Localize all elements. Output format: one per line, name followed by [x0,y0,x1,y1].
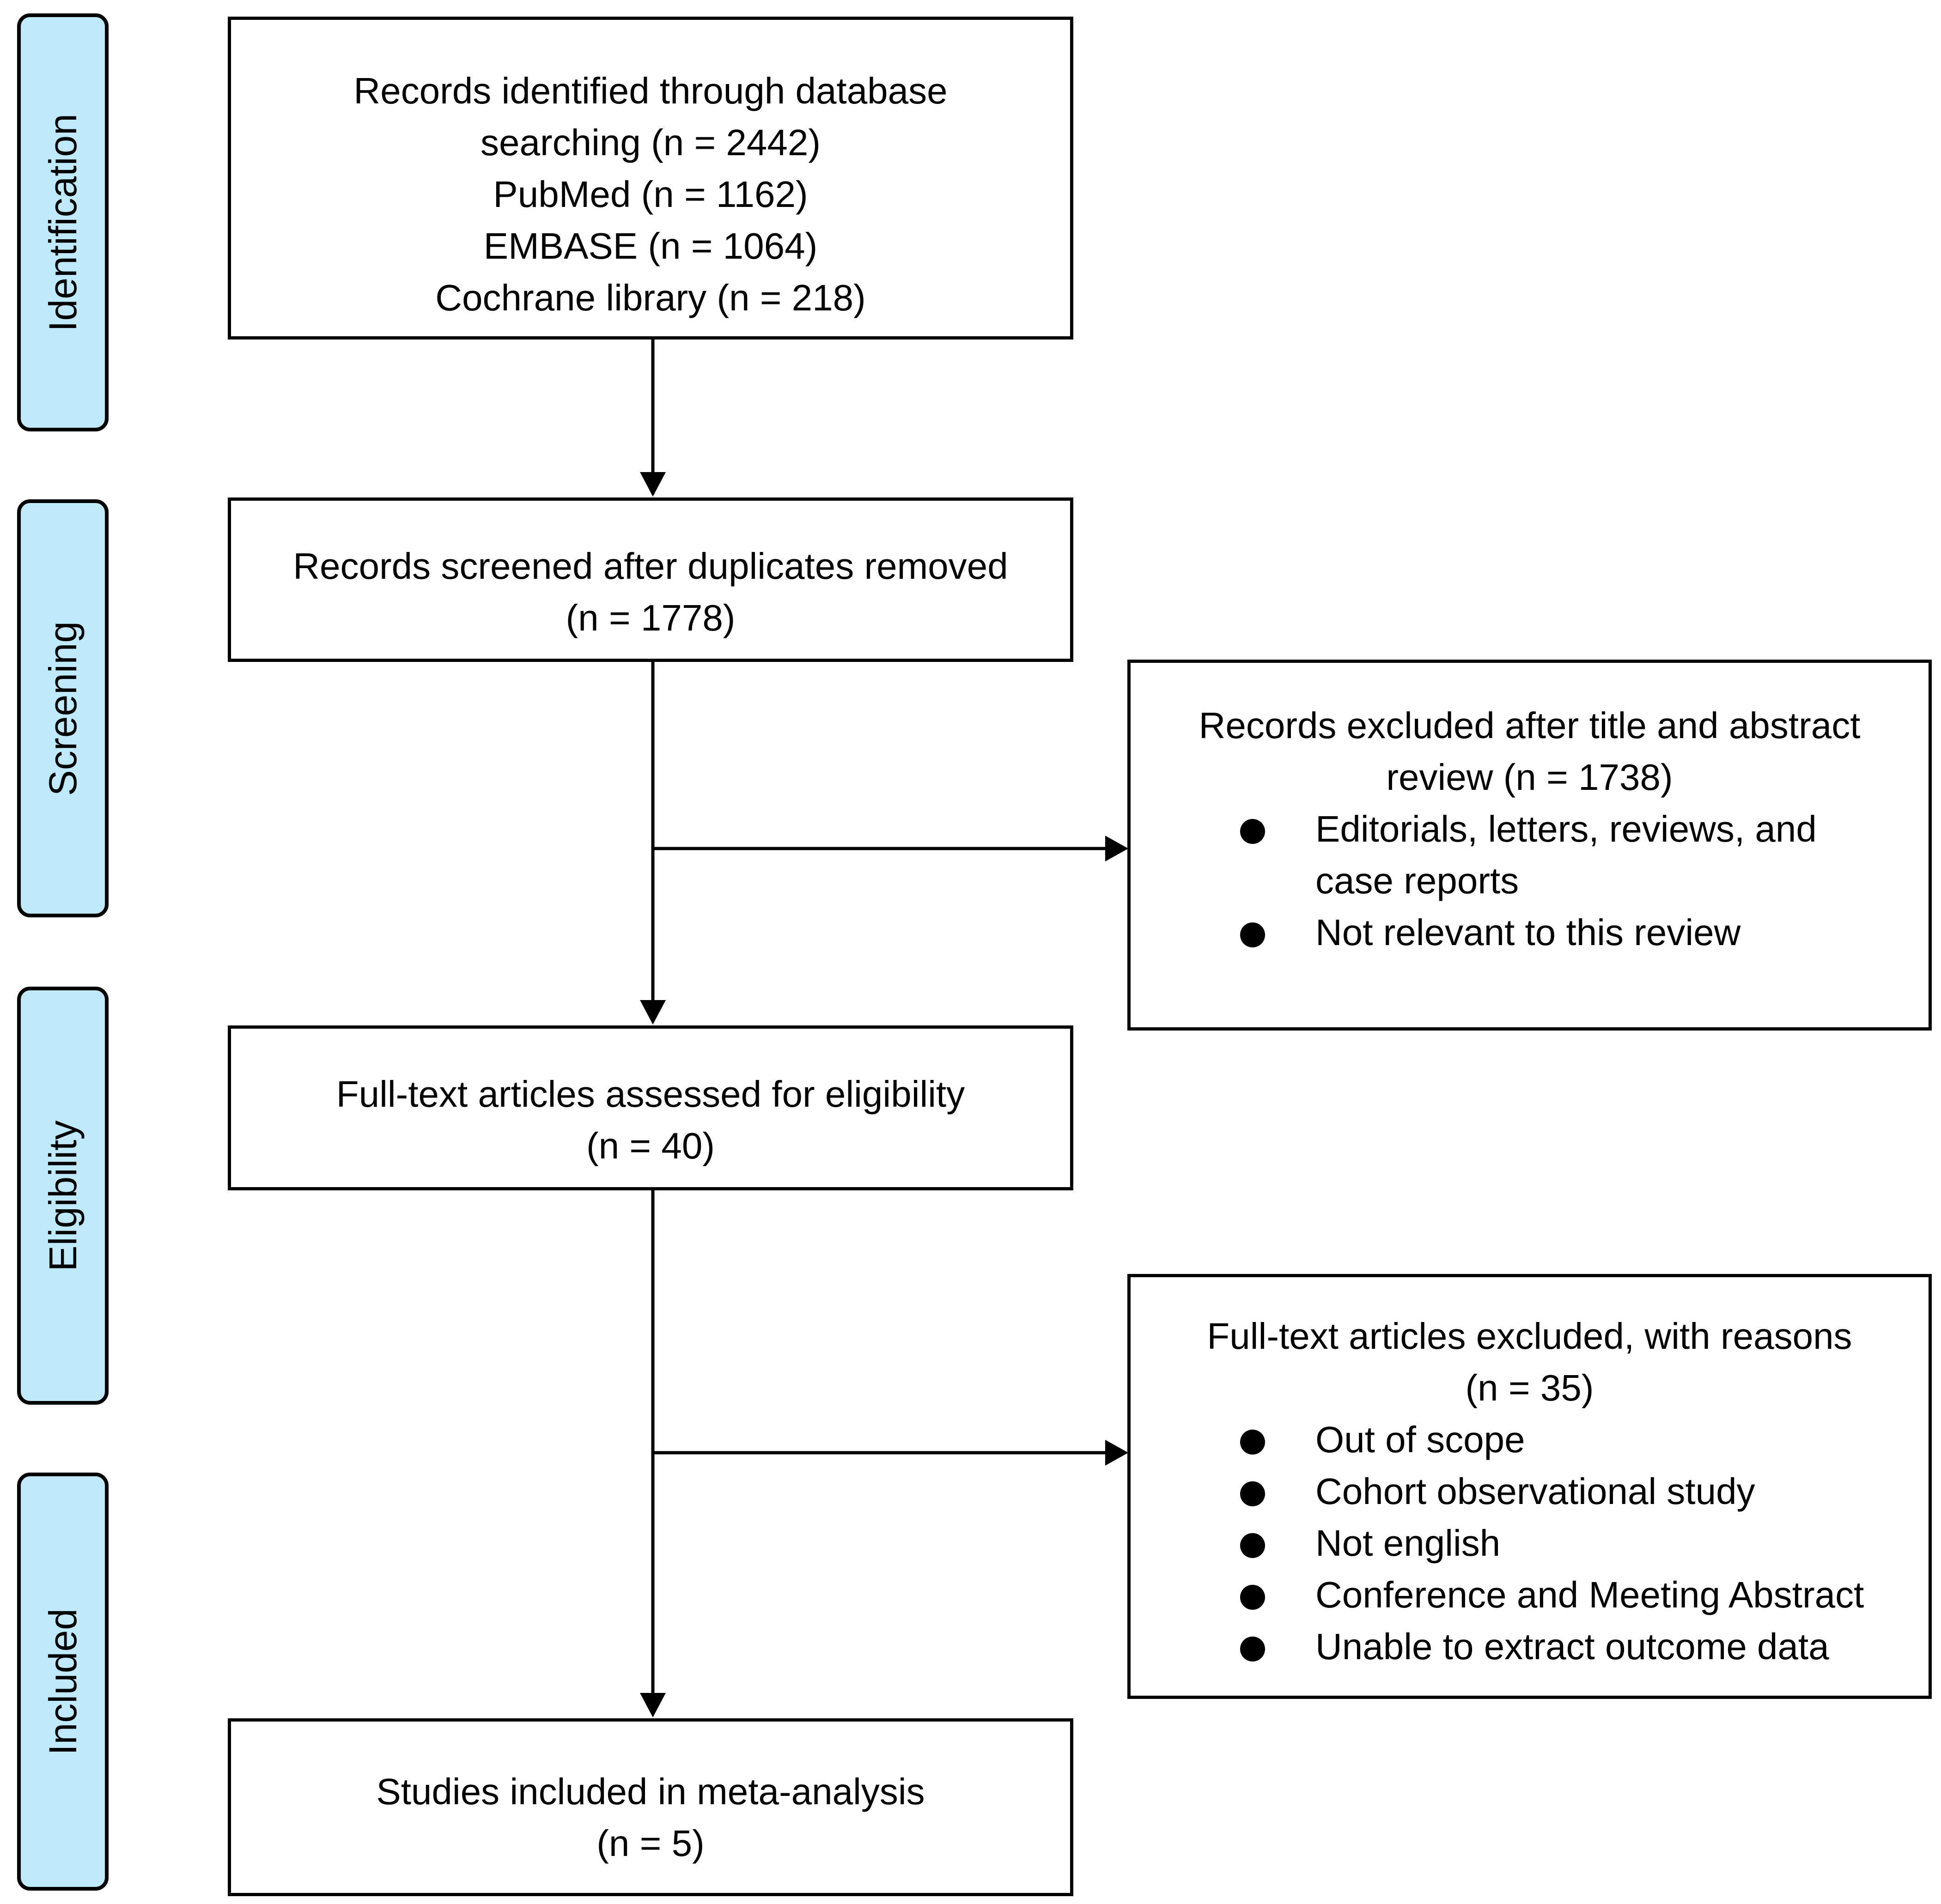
screened-line: Records screened after duplicates remove… [293,546,1008,587]
phase-screening: Screening [17,499,109,917]
excluded-screening-reasons: Editorials, letters, reviews, and case r… [1131,803,1929,958]
identified-line: EMBASE (n = 1064) [483,225,818,267]
arrowhead-excluded-screening [1105,836,1128,861]
box-studies-included: Studies included in meta-analysis (n = 5… [228,1718,1073,1896]
arrowhead-screened [640,472,666,497]
arrowhead-excluded-fulltext [1105,1440,1128,1466]
excluded-screening-reason-continued: case reports [1315,860,1519,901]
excluded-fulltext-reason: Cohort observational study [1131,1466,1929,1517]
excluded-fulltext-reason: Not english [1131,1517,1929,1569]
box-fulltext-assessed: Full-text articles assessed for eligibil… [228,1025,1073,1190]
phase-identification-label: Identification [41,113,85,332]
identified-line: PubMed (n = 1162) [493,174,808,215]
box-records-identified: Records identified through database sear… [228,17,1073,340]
included-line: Studies included in meta-analysis [376,1771,925,1812]
box-fulltext-excluded: Full-text articles excluded, with reason… [1127,1274,1932,1699]
arrowhead-included [640,1693,666,1717]
excluded-screening-line: review (n = 1738) [1386,757,1673,798]
arrowhead-fulltext [640,1000,666,1025]
box-records-excluded-screening: Records excluded after title and abstrac… [1127,660,1932,1031]
identified-line: searching (n = 2442) [480,122,821,163]
phase-screening-label: Screening [41,621,85,796]
excluded-screening-line: Records excluded after title and abstrac… [1199,705,1861,746]
excluded-fulltext-reason: Conference and Meeting Abstract [1131,1569,1929,1621]
excluded-fulltext-reason: Out of scope [1131,1414,1929,1466]
fulltext-line: (n = 40) [586,1125,715,1166]
excluded-screening-reason: Editorials, letters, reviews, and [1131,803,1929,855]
fulltext-line: Full-text articles assessed for eligibil… [336,1073,965,1115]
excluded-fulltext-reason: Unable to extract outcome data [1131,1621,1929,1673]
excluded-fulltext-line: Full-text articles excluded, with reason… [1207,1316,1852,1357]
excluded-screening-reason: Not relevant to this review [1131,907,1929,958]
box-records-screened: Records screened after duplicates remove… [228,497,1073,662]
phase-eligibility-label: Eligibility [41,1120,85,1271]
phase-included: Included [17,1473,109,1891]
phase-identification: Identification [17,13,109,431]
excluded-fulltext-line: (n = 35) [1465,1367,1594,1408]
phase-eligibility: Eligibility [17,987,109,1405]
phase-included-label: Included [41,1608,85,1755]
excluded-fulltext-reasons: Out of scope Cohort observational study … [1131,1414,1929,1673]
included-line: (n = 5) [596,1823,705,1864]
screened-line: (n = 1778) [566,597,736,638]
identified-line: Records identified through database [353,70,948,111]
identified-line: Cochrane library (n = 218) [435,277,866,318]
